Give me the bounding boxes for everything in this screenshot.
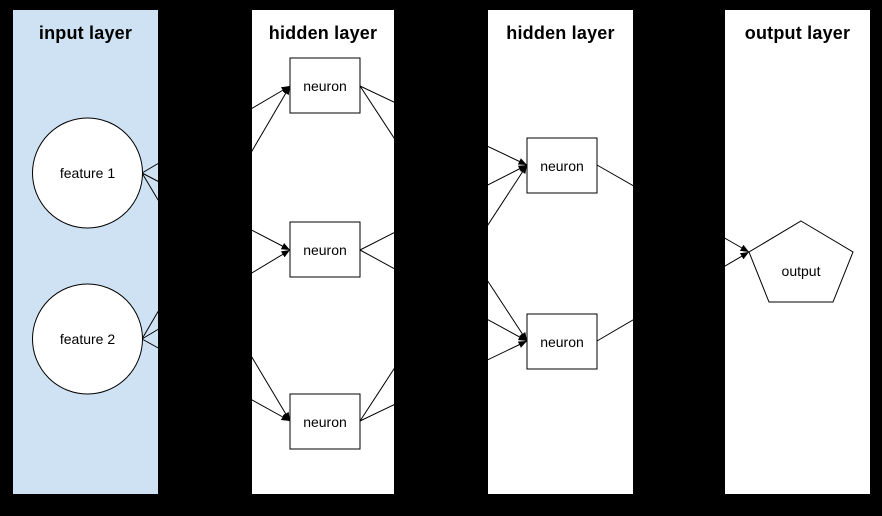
hidden2-neuron-1-label: neuron: [540, 158, 584, 174]
panel-hidden-layer-2: hidden layer: [488, 10, 633, 494]
hidden1-neuron-1: [289, 57, 361, 114]
hidden1-neuron-1-label: neuron: [303, 78, 347, 94]
connection-arrow: [141, 85, 291, 174]
hidden2-neuron-2-label: neuron: [540, 334, 584, 350]
input-layer-title: input layer: [38, 23, 133, 43]
output-layer-title: output layer: [744, 23, 851, 43]
feature-2-label: feature 2: [60, 331, 115, 347]
hidden2-neuron-2: [526, 313, 598, 370]
connection-arrow: [141, 172, 291, 251]
input-node-feature-1: [32, 117, 143, 229]
connection-arrow: [359, 85, 528, 166]
hidden1-neuron-2-label: neuron: [303, 242, 347, 258]
hidden1-neuron-2: [289, 221, 361, 278]
output-node-pentagon: [748, 220, 854, 303]
connection-arrow: [596, 164, 750, 253]
hidden-layer-2-title: hidden layer: [506, 23, 615, 43]
connection-arrow: [359, 164, 528, 251]
panel-input-layer: input layer: [13, 10, 158, 494]
hidden1-neuron-3-label: neuron: [303, 414, 347, 430]
connection-arrow: [359, 340, 528, 422]
hidden2-neuron-1: [526, 137, 598, 194]
hidden1-neuron-3: [289, 393, 361, 450]
connection-arrow: [141, 172, 291, 422]
connection-arrow: [359, 85, 528, 342]
connection-arrow: [359, 249, 528, 342]
connection-arrow: [141, 338, 291, 422]
feature-1-label: feature 1: [60, 165, 115, 181]
hidden-layer-1-title: hidden layer: [268, 23, 378, 43]
connection-arrow: [596, 251, 750, 342]
connection-arrow: [141, 85, 291, 340]
connection-arrow: [141, 249, 291, 340]
output-label: output: [782, 263, 821, 279]
connection-arrow: [359, 164, 528, 422]
input-node-feature-2: [32, 283, 143, 395]
